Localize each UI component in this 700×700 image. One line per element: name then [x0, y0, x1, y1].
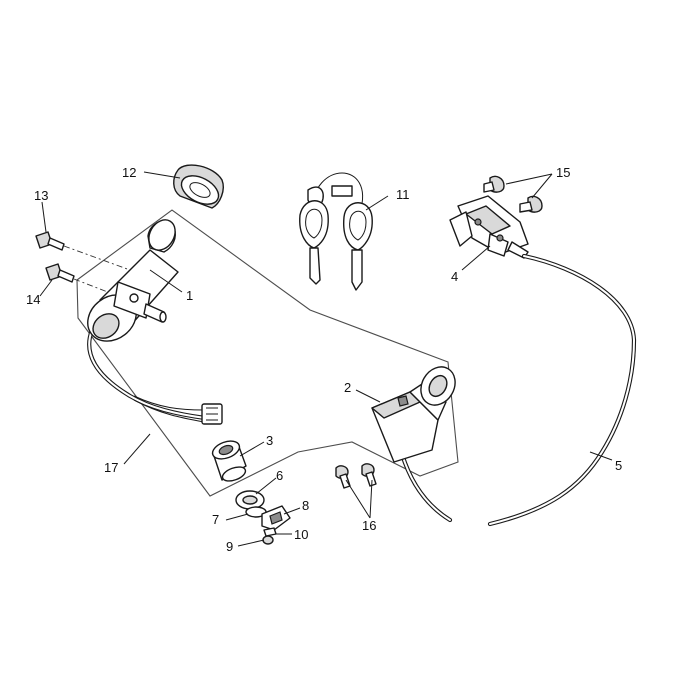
callout-12: 12	[122, 165, 136, 180]
latch-cable-part-5	[487, 253, 637, 527]
screw-part-13	[35, 231, 65, 251]
screw-part-15-a	[483, 175, 505, 193]
callout-17: 17	[104, 460, 118, 475]
callout-9: 9	[226, 539, 233, 554]
callout-7: 7	[212, 512, 219, 527]
kit-outline-17	[76, 209, 459, 497]
callout-6: 6	[276, 468, 283, 483]
callout-13: 13	[34, 188, 48, 203]
callout-2: 2	[344, 380, 351, 395]
callout-1: 1	[186, 288, 193, 303]
callout-15: 15	[556, 165, 570, 180]
ring-part-6	[235, 490, 265, 510]
callout-5: 5	[615, 458, 622, 473]
callout-4: 4	[451, 269, 458, 284]
fastener-part-9	[262, 535, 274, 545]
steering-lock-part-2	[371, 366, 456, 523]
callout-16: 16	[362, 518, 376, 533]
screw-part-14	[45, 263, 75, 283]
fastener-part-10	[263, 527, 277, 537]
seat-latch-part-4	[449, 195, 529, 259]
ignition-lock-part-1	[87, 219, 223, 425]
grommet-part-12	[173, 164, 224, 209]
callout-10: 10	[294, 527, 308, 542]
screw-part-16-a	[335, 465, 351, 489]
callout-8: 8	[302, 498, 309, 513]
callout-3: 3	[266, 433, 273, 448]
callout-14: 14	[26, 292, 40, 307]
leader-lines	[39, 171, 613, 547]
lock-cylinder-part-3	[211, 440, 247, 482]
cam-part-8	[261, 505, 291, 531]
keys-part-11	[299, 172, 373, 291]
callout-11: 11	[396, 187, 410, 202]
screw-part-15-b	[519, 195, 543, 213]
screw-part-16-b	[361, 463, 377, 487]
